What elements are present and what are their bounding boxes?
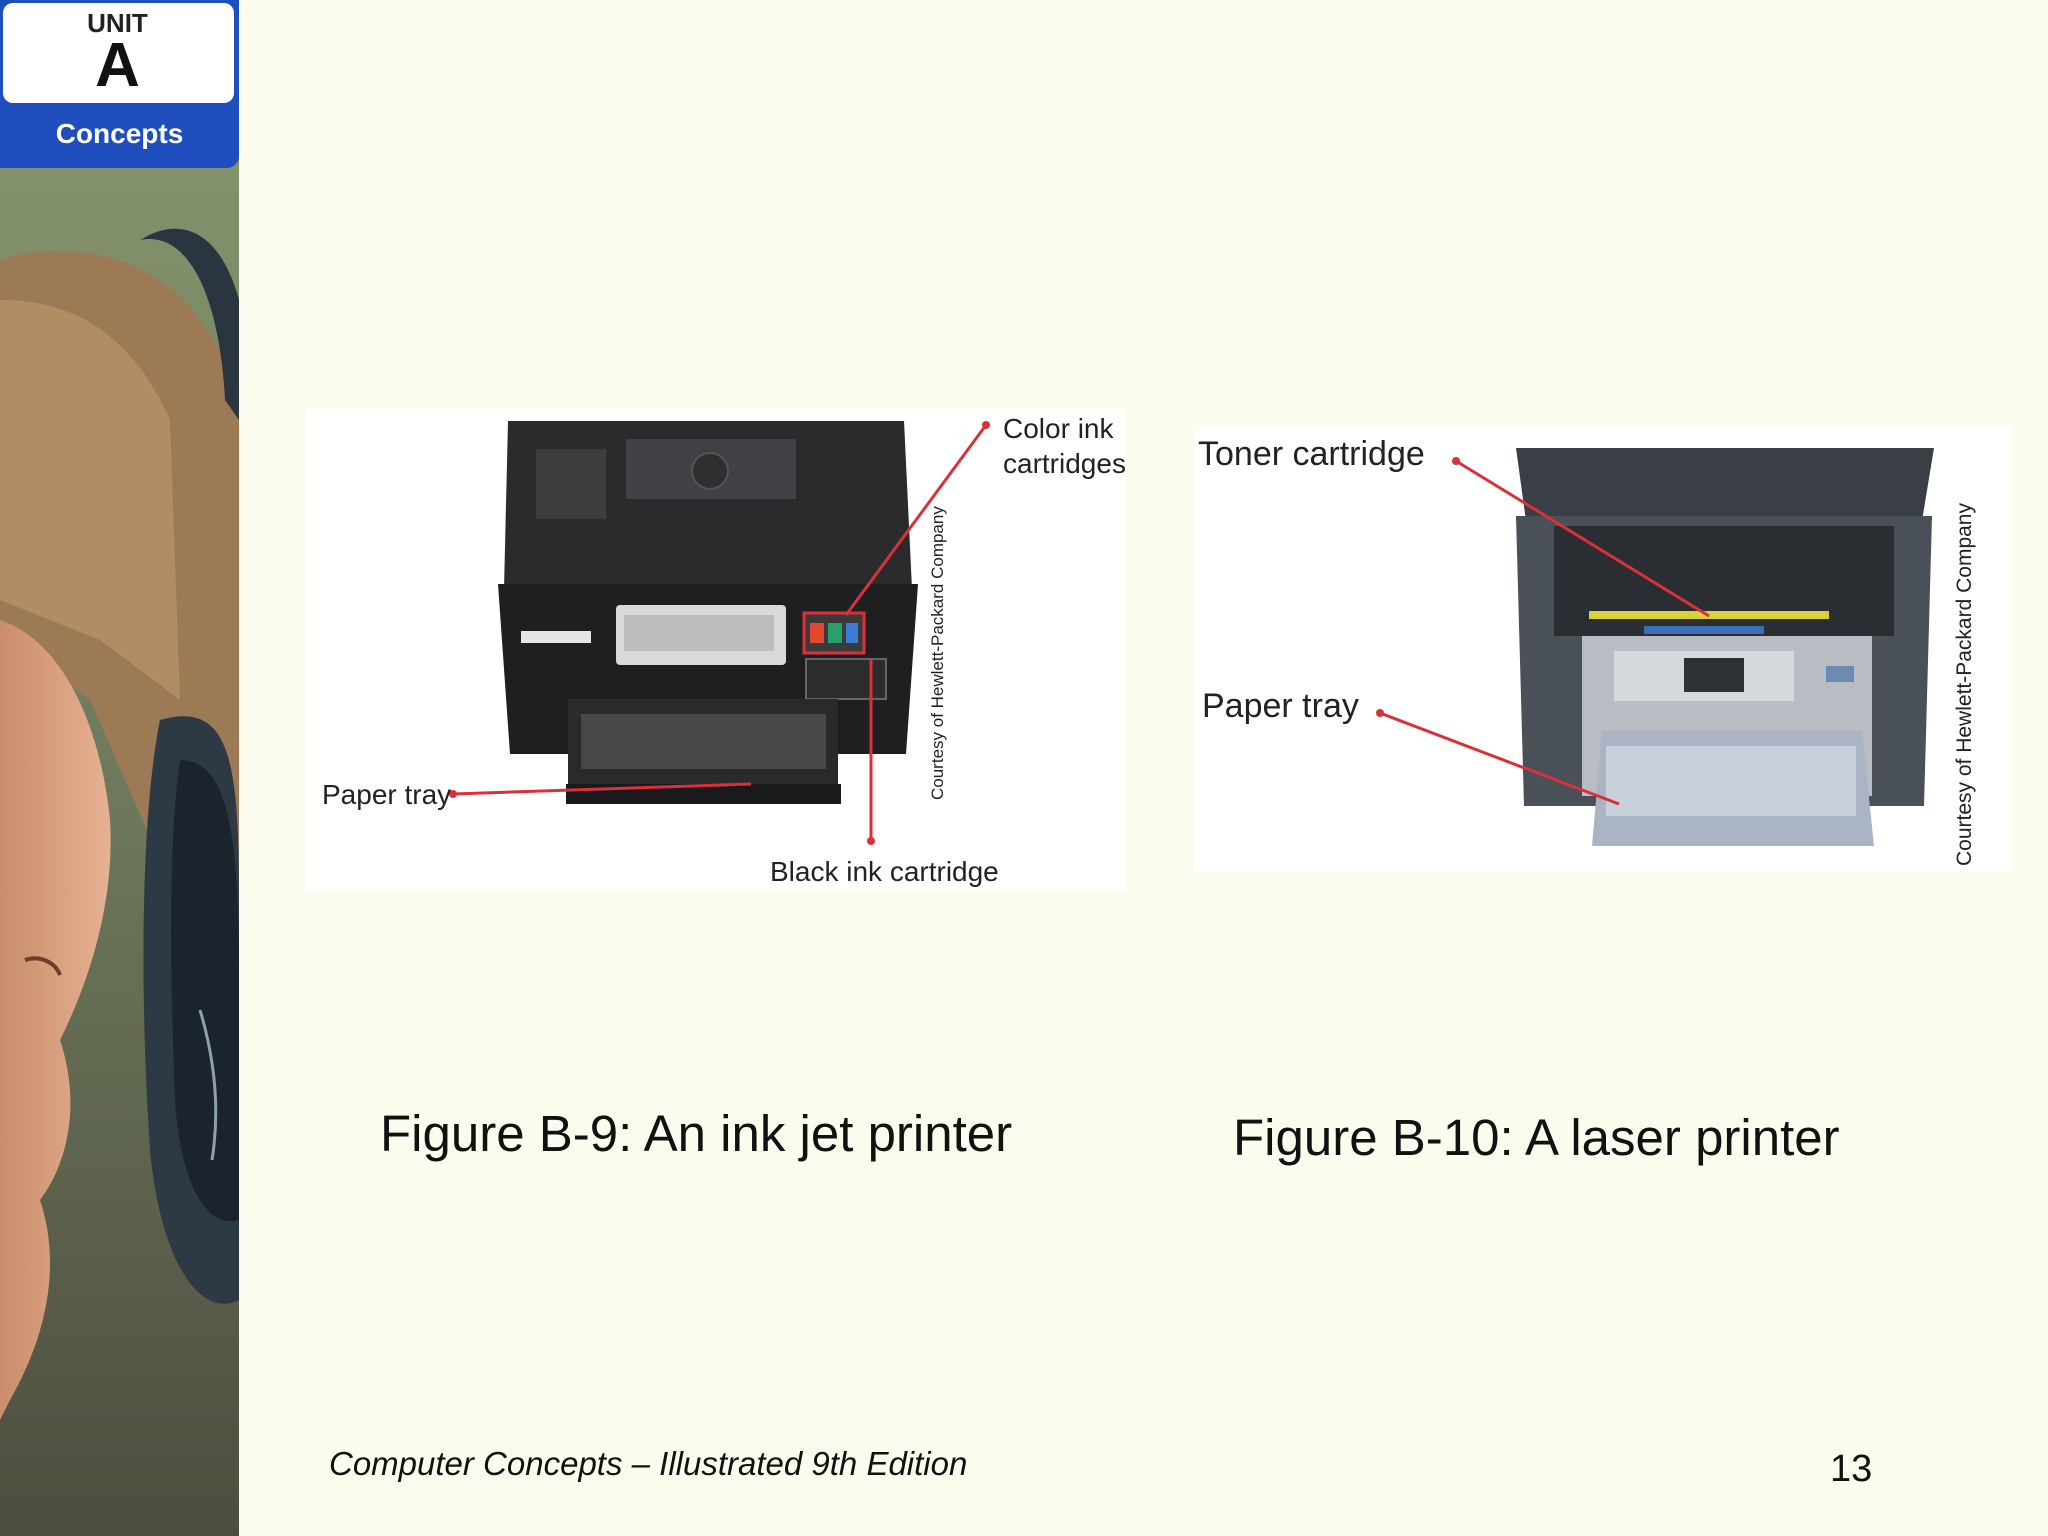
headphones-person-image	[0, 0, 239, 1536]
unit-badge: UNIT A Concepts	[0, 0, 239, 168]
inkjet-printer-image: Color ink cartridges Paper tray Black in…	[322, 413, 1126, 887]
label-toner-cartridge: Toner cartridge	[1198, 435, 1425, 473]
inkjet-printer-figure: Color ink cartridges Paper tray Black in…	[306, 409, 1126, 891]
inkjet-figure-caption: Figure B-9: An ink jet printer	[380, 1105, 1013, 1162]
unit-badge-top	[3, 3, 234, 103]
label-black-ink: Black ink cartridge	[770, 856, 999, 887]
label-courtesy: Courtesy of Hewlett-Packard Company	[928, 506, 947, 800]
label-color-ink-line2: cartridges	[1003, 448, 1126, 479]
unit-word: UNIT	[87, 8, 148, 38]
label-paper-tray: Paper tray	[1202, 687, 1359, 725]
label-color-ink-line1: Color ink	[1003, 413, 1114, 444]
side-photo-strip	[0, 0, 239, 1536]
label-paper-tray: Paper tray	[322, 779, 451, 810]
footer-book-title: Computer Concepts – Illustrated 9th Edit…	[329, 1445, 968, 1482]
label-courtesy: Courtesy of Hewlett-Packard Company	[1953, 503, 1976, 866]
laser-printer-figure: Toner cartridge Paper tray Courtesy of H…	[1194, 426, 2012, 871]
laser-figure-caption: Figure B-10: A laser printer	[1233, 1109, 1840, 1166]
page-number: 13	[1830, 1448, 1873, 1490]
unit-letter: A	[95, 31, 140, 100]
unit-subtitle: Concepts	[55, 118, 184, 149]
laser-printer-image: Toner cartridge Paper tray Courtesy of H…	[1198, 435, 1976, 866]
